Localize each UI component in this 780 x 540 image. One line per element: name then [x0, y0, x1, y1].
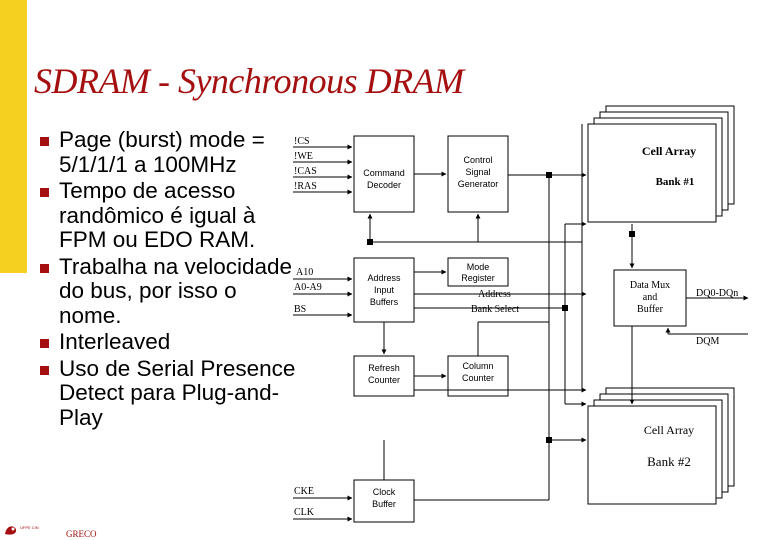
signal-cs-label: !CS	[294, 136, 310, 147]
page-title: SDRAM - Synchronous DRAM	[34, 61, 464, 101]
accent-bar	[0, 0, 27, 273]
footer-small-text: UFPE CIN	[20, 525, 39, 530]
data-mux-label-2: and	[643, 292, 657, 303]
bullet-square-icon	[40, 263, 49, 273]
clock-buffer-label-2: Buffer	[372, 499, 396, 509]
address-input-buffers-label-2: Input	[374, 285, 395, 295]
column-counter-block	[447, 355, 509, 397]
junction-dots	[367, 172, 635, 443]
bullet-list: Page (burst) mode = 5/1/1/1 a 100MHz Tem…	[40, 127, 300, 432]
institution-logo-icon	[5, 526, 17, 535]
data-mux-label-3: Buffer	[637, 304, 664, 315]
signal-a10-label: A10	[296, 267, 313, 278]
control-signal-generator-label-1: Control	[463, 155, 492, 165]
refresh-counter-label-2: Counter	[368, 375, 400, 385]
cell-array-bank1-stack	[587, 105, 735, 223]
dq-label: DQ0-DQn	[696, 288, 738, 299]
refresh-counter-label-1: Refresh	[368, 363, 400, 373]
bullet-text: Trabalha na velocidade do bus, por isso …	[59, 253, 293, 328]
signal-we-label: !WE	[294, 151, 313, 162]
list-item: Interleaved	[40, 329, 300, 355]
refresh-counter-block	[353, 355, 415, 397]
cell-array-1-label: Cell Array	[642, 144, 696, 158]
list-item: Tempo de acesso randômico é igual à FPM …	[40, 178, 300, 253]
cell-array-bank2-stack	[587, 387, 735, 505]
list-item: Page (burst) mode = 5/1/1/1 a 100MHz	[40, 127, 300, 177]
data-mux-label-1: Data Mux	[630, 280, 670, 291]
list-item: Trabalha na velocidade do bus, por isso …	[40, 253, 300, 329]
bullet-text: Uso de Serial Presence Detect para Plug-…	[59, 355, 296, 430]
control-signal-generator-label-3: Generator	[458, 179, 499, 189]
cell-array-2-label: Cell Array	[644, 423, 694, 437]
address-input-buffers-label-1: Address	[367, 273, 401, 283]
column-counter-label-2: Counter	[462, 373, 494, 383]
bank-select-label: Bank Select	[471, 304, 519, 315]
input-arrows	[293, 144, 353, 522]
bullet-square-icon	[40, 188, 49, 197]
signal-cke-label: CKE	[294, 486, 314, 497]
address-bus-label: Address	[478, 289, 511, 300]
footer-text: GRECO	[66, 529, 97, 539]
bullet-text: Tempo de acesso randômico é igual à FPM …	[59, 178, 256, 252]
command-decoder-label-1: Command	[363, 168, 405, 178]
address-input-buffers-block	[353, 257, 415, 323]
bank1-label: Bank #1	[656, 176, 695, 188]
clock-buffer-label-1: Clock	[373, 487, 396, 497]
mode-register-label-2: Register	[461, 273, 495, 283]
address-input-buffers-label-3: Buffers	[370, 297, 399, 307]
bullet-text: Page (burst) mode = 5/1/1/1 a 100MHz	[59, 127, 265, 177]
mode-register-block	[447, 257, 509, 287]
column-counter-label-1: Column	[462, 361, 493, 371]
bullet-square-icon	[40, 365, 49, 375]
control-signal-generator-label-2: Signal	[465, 167, 490, 177]
mode-register-label-1: Mode	[467, 262, 490, 272]
signal-clk-label: CLK	[294, 507, 315, 518]
dqm-label: DQM	[696, 336, 719, 347]
control-signal-generator-block	[447, 135, 509, 213]
command-decoder-label-2: Decoder	[367, 180, 401, 190]
bullet-square-icon	[40, 339, 49, 348]
bullet-text: Interleaved	[59, 329, 171, 354]
data-mux-buffer-block	[613, 269, 687, 327]
signal-cas-label: !CAS	[294, 166, 317, 177]
signal-a0a9-label: A0-A9	[294, 282, 322, 293]
signal-ras-label: !RAS	[294, 181, 317, 192]
bullet-square-icon	[40, 137, 49, 146]
list-item: Uso de Serial Presence Detect para Plug-…	[40, 355, 300, 431]
clock-buffer-block	[353, 479, 415, 523]
bank2-label: Bank #2	[647, 454, 691, 469]
signal-bs-label: BS	[294, 304, 306, 315]
